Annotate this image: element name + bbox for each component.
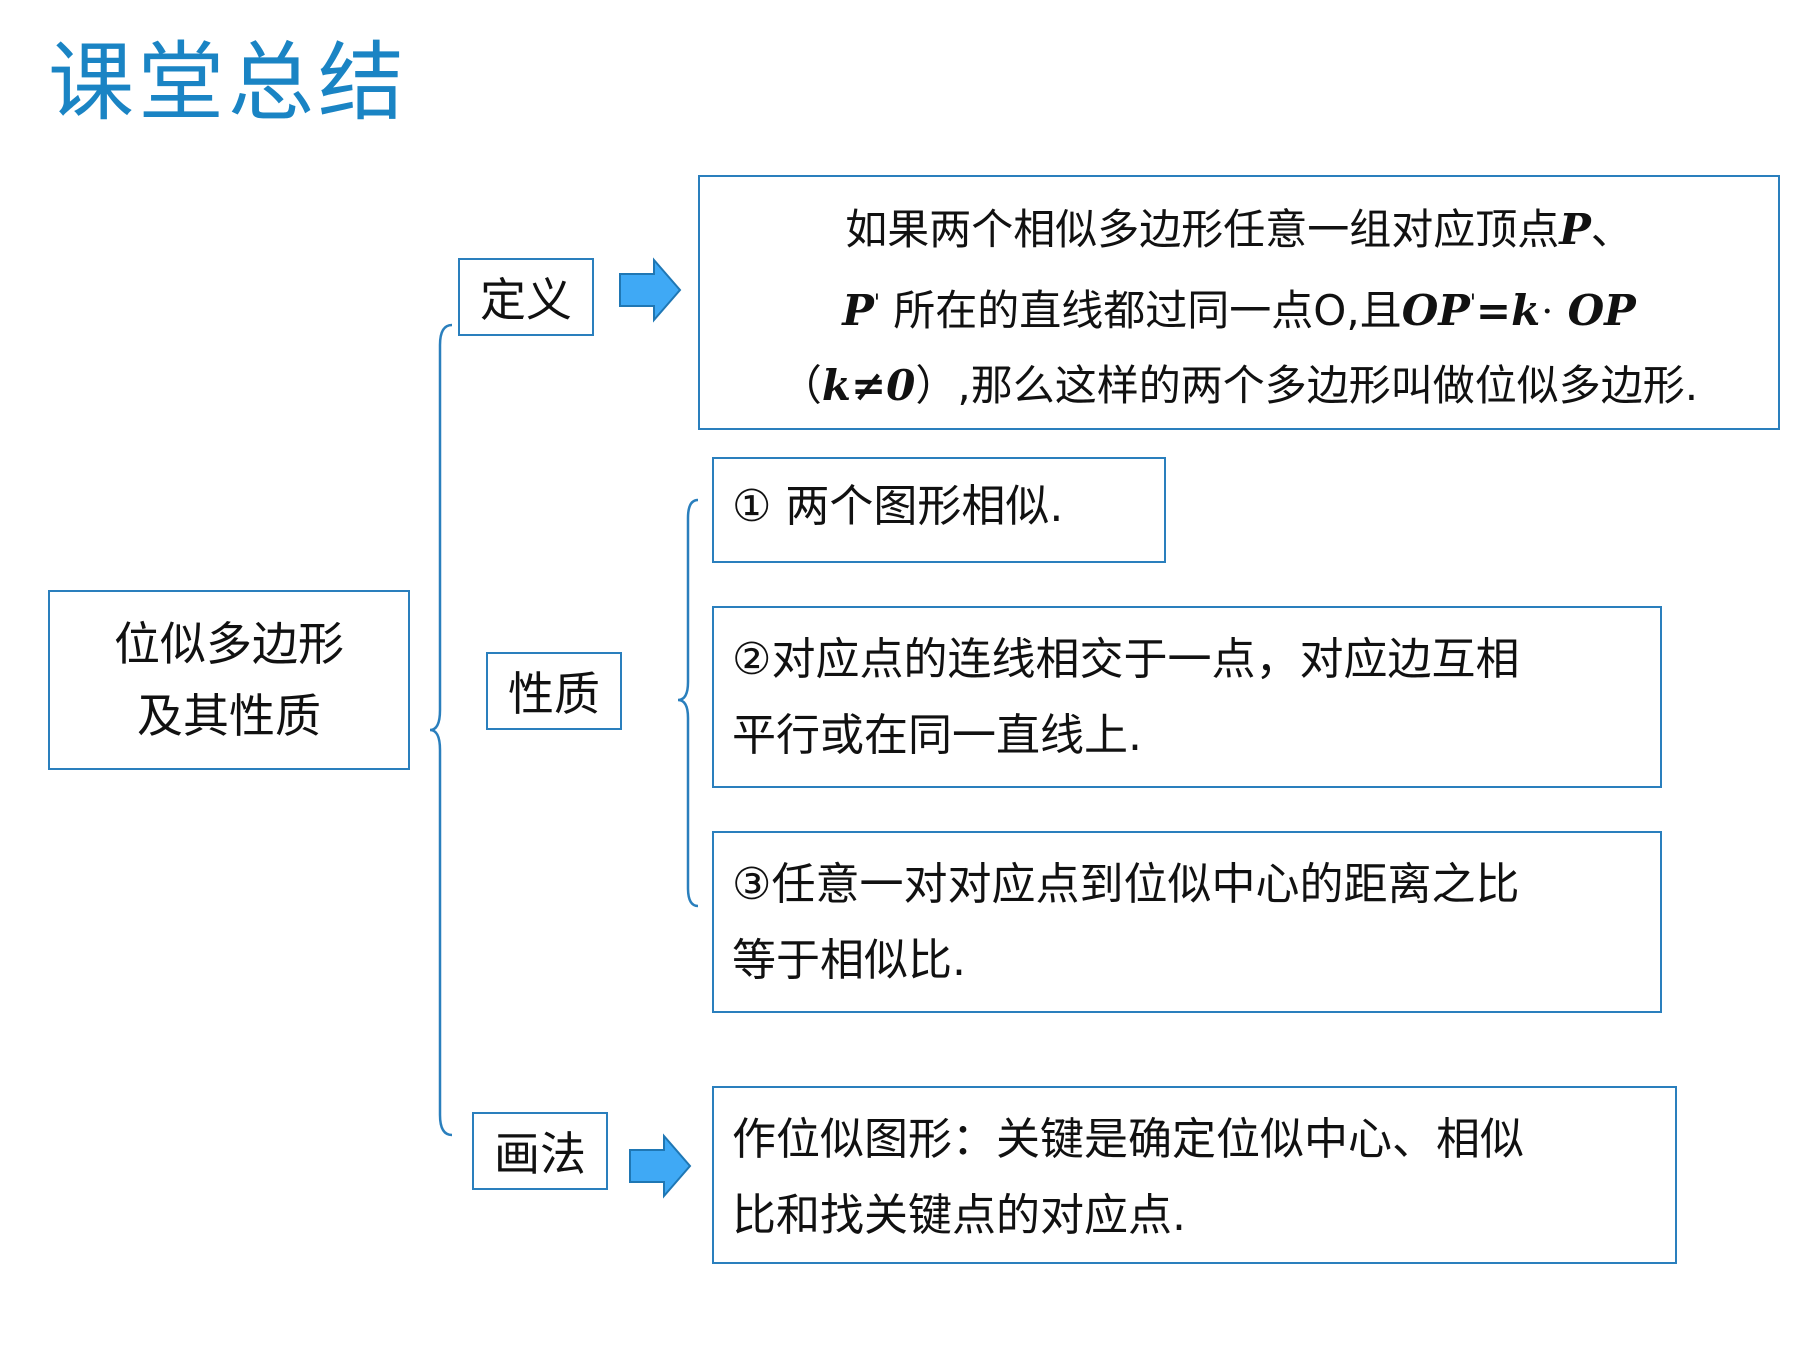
root-line2: 及其性质: [137, 689, 321, 743]
definition-line2: P' 所在的直线都过同一点O,且OP'=k· OP: [842, 286, 1636, 335]
definition-line3: （k≠0）,那么这样的两个多边形叫做位似多边形.: [779, 361, 1699, 410]
property-2-line2: 平行或在同一直线上.: [732, 710, 1142, 761]
properties-label: 性质: [486, 652, 622, 730]
property-1-box: ① 两个图形相似.: [712, 457, 1166, 563]
definition-label: 定义: [458, 258, 594, 336]
property-3-box: ③任意一对对应点到位似中心的距离之比 等于相似比.: [712, 831, 1662, 1013]
definition-box: 如果两个相似多边形任意一组对应顶点P、 P' 所在的直线都过同一点O,且OP'=…: [698, 175, 1780, 430]
root-node: 位似多边形 及其性质: [48, 590, 410, 770]
property-2-box: ②对应点的连线相交于一点，对应边互相 平行或在同一直线上.: [712, 606, 1662, 788]
property-3-line2: 等于相似比.: [732, 935, 966, 986]
property-3-line1: ③任意一对对应点到位似中心的距离之比: [732, 859, 1520, 910]
arrow-right-icon: [629, 1133, 692, 1199]
property-2-line1: ②对应点的连线相交于一点，对应边互相: [732, 634, 1520, 685]
properties-brace: [677, 498, 699, 908]
drawing-line2: 比和找关键点的对应点.: [732, 1190, 1186, 1241]
drawing-label: 画法: [472, 1112, 608, 1190]
drawing-line1: 作位似图形：关键是确定位似中心、相似: [732, 1114, 1524, 1165]
main-brace: [429, 323, 453, 1137]
root-line1: 位似多边形: [114, 617, 344, 671]
page-title: 课堂总结: [48, 33, 408, 133]
property-1-text: ① 两个图形相似.: [732, 481, 1064, 532]
drawing-box: 作位似图形：关键是确定位似中心、相似 比和找关键点的对应点.: [712, 1086, 1677, 1264]
arrow-right-icon: [619, 257, 682, 323]
definition-line1: 如果两个相似多边形任意一组对应顶点P、: [845, 205, 1633, 254]
